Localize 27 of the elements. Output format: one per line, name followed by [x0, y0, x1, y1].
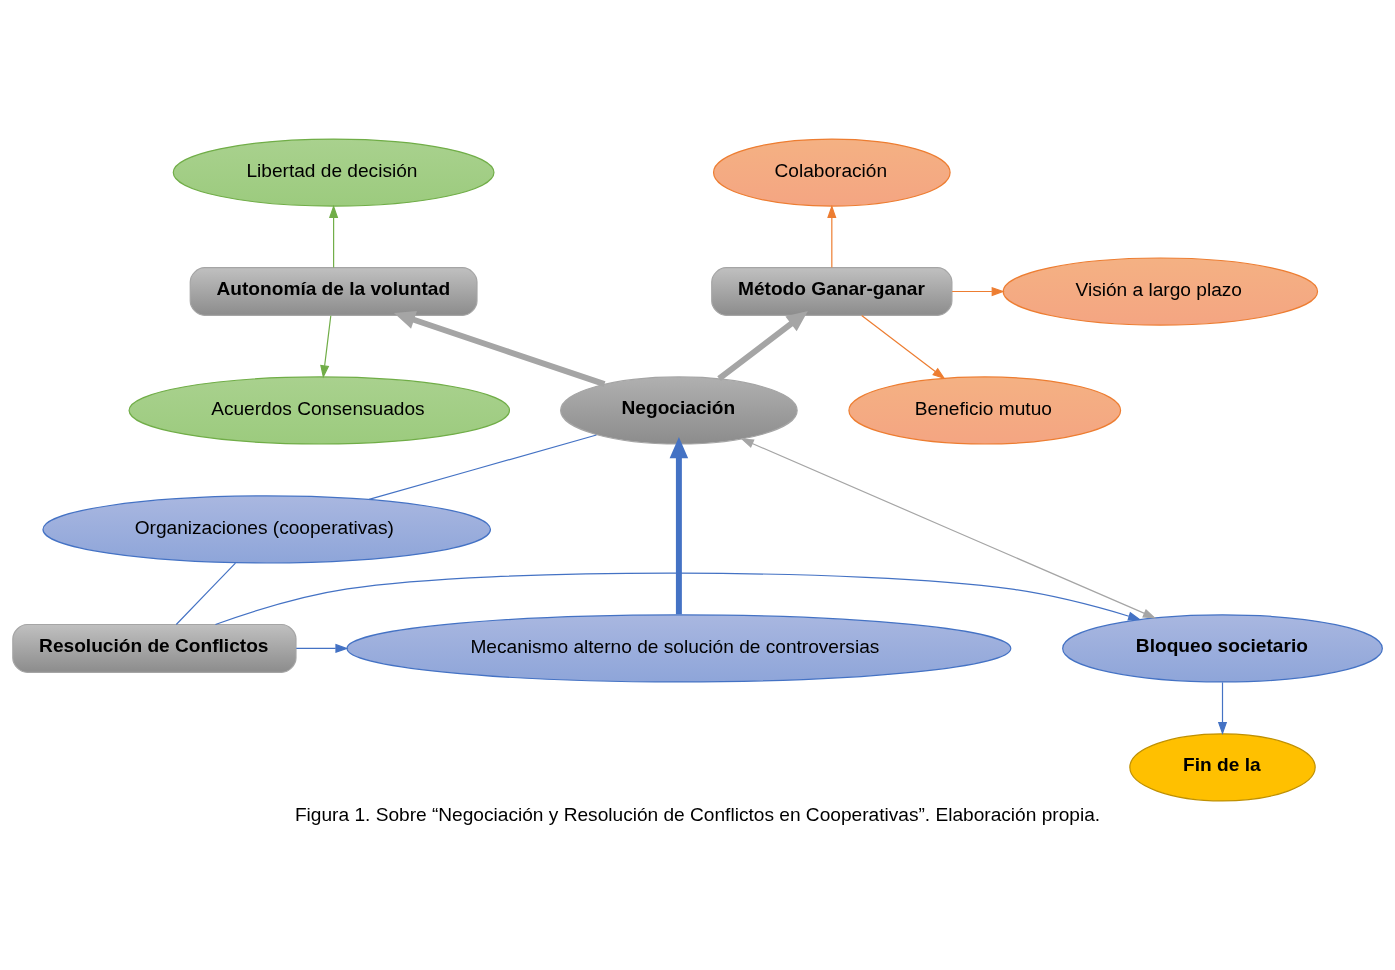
- arrow: [861, 314, 946, 379]
- arrow: [1217, 681, 1228, 735]
- node-ellipse: Negociación: [560, 375, 798, 445]
- arrow: [393, 310, 606, 387]
- node-ellipse: Colaboración: [712, 137, 951, 207]
- node-ellipse: Visión a largo plazo: [1002, 256, 1319, 326]
- connector: [368, 433, 598, 500]
- arrow: [951, 286, 1005, 296]
- arrow: [214, 572, 1142, 625]
- node-ellipse: Organizaciones (cooperativas): [42, 494, 492, 564]
- arrow: [295, 643, 349, 653]
- node-box: Método Ganar-ganar: [711, 266, 953, 316]
- node-ellipse: Beneficio mutuo: [848, 375, 1122, 445]
- arrow: [717, 310, 808, 381]
- node-ellipse: Libertad de decisión: [172, 137, 495, 207]
- arrow: [669, 436, 689, 614]
- arrow: [329, 204, 339, 268]
- arrow: [740, 437, 1157, 618]
- connector: [175, 562, 237, 625]
- node-ellipse: Mecanismo alterno de solución de controversias: [346, 613, 1012, 683]
- arrow: [320, 314, 332, 378]
- node-ellipse: Acuerdos Consensuados: [128, 375, 511, 445]
- node-box: Resolución de Conflictos: [12, 623, 297, 673]
- caption: Figura 1. Sobre “Negociación y Resolución de Conflictos en Cooperativas”. Elaboración propia.: [294, 803, 1101, 825]
- node-ellipse: Fin de la: [1129, 732, 1316, 801]
- node-box: Autonomía de la voluntad: [189, 266, 478, 316]
- arrow: [827, 204, 837, 268]
